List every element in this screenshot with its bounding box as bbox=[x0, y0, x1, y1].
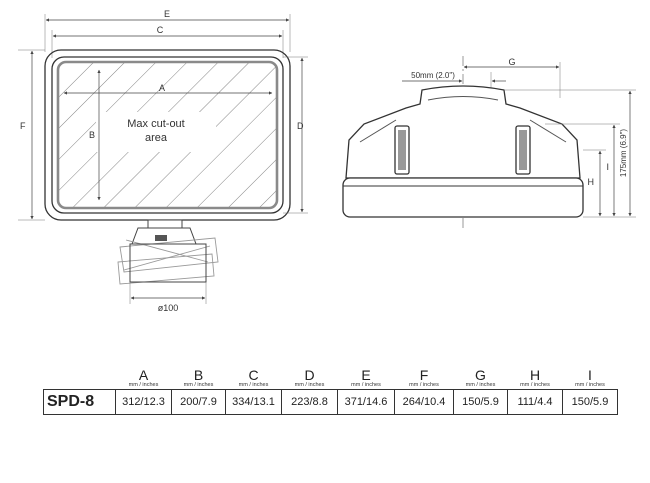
spec-header-blank bbox=[44, 367, 116, 390]
spec-value-b: 200/7.9 bbox=[171, 389, 226, 415]
spec-value-row: SPD-8 312/12.3 200/7.9 334/13.1 223/8.8 … bbox=[43, 389, 618, 415]
technical-drawing: E C Max cut-out area A B D F bbox=[18, 9, 636, 313]
dimension-a-label: A bbox=[159, 83, 165, 93]
dimension-g-label: G bbox=[508, 57, 515, 67]
center-offset-label: 50mm (2.0") bbox=[411, 71, 455, 80]
dimension-e-label: E bbox=[164, 9, 170, 19]
model-name: SPD-8 bbox=[43, 389, 116, 415]
spec-value-g: 150/5.9 bbox=[453, 389, 508, 415]
spec-value-h: 111/4.4 bbox=[507, 389, 563, 415]
base-diameter-label: ø100 bbox=[158, 303, 179, 313]
dimension-c-label: C bbox=[157, 25, 164, 35]
cutout-label-line1: Max cut-out bbox=[127, 118, 184, 130]
lens-bezel-side bbox=[342, 177, 584, 218]
dimension-d-label: D bbox=[297, 121, 304, 131]
front-view: E C Max cut-out area A B D F bbox=[18, 9, 308, 313]
spec-value-c: 334/13.1 bbox=[225, 389, 282, 415]
spec-value-i: 150/5.9 bbox=[562, 389, 618, 415]
housing-side-profile bbox=[345, 85, 581, 179]
side-view: G 50mm (2.0") H I 175mm (6.9") bbox=[342, 56, 636, 228]
cutout-label-background bbox=[96, 112, 216, 152]
overall-height-label: 175mm (6.9") bbox=[619, 129, 628, 178]
spec-value-e: 371/14.6 bbox=[337, 389, 395, 415]
swivel-base bbox=[117, 219, 219, 285]
spec-value-f: 264/10.4 bbox=[394, 389, 454, 415]
housing-inner-outline bbox=[51, 56, 284, 214]
dimension-i-label: I bbox=[606, 162, 609, 172]
dimension-f-label: F bbox=[20, 121, 26, 131]
cutout-label-line2: area bbox=[145, 132, 168, 144]
spec-value-d: 223/8.8 bbox=[281, 389, 338, 415]
dimension-b-label: B bbox=[89, 130, 95, 140]
dimension-h-label: H bbox=[588, 177, 595, 187]
spec-value-a: 312/12.3 bbox=[115, 389, 172, 415]
